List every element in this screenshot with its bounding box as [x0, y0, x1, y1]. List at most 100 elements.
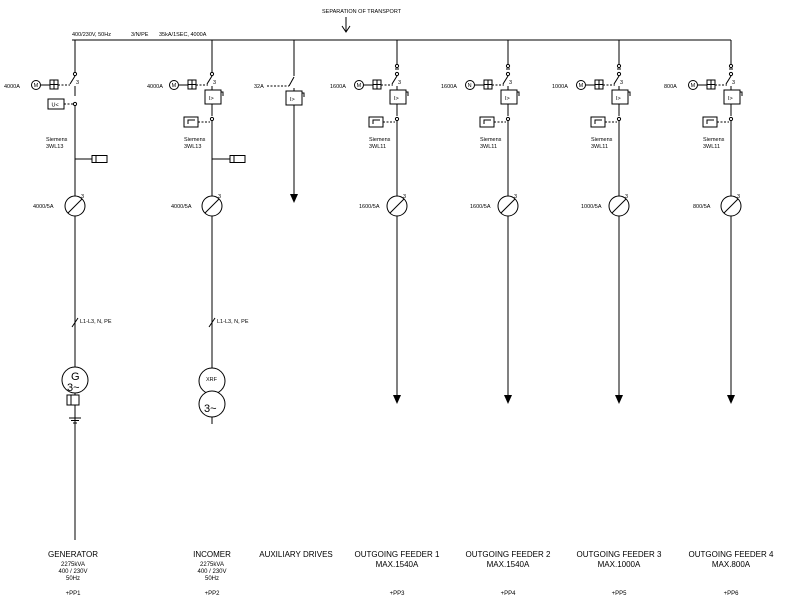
gen-motor-label: M: [34, 83, 39, 89]
breaker-contact-icon: [728, 71, 734, 77]
inc-ct: 4000/5A: [171, 204, 192, 210]
of2-ct-count: 3: [514, 194, 517, 200]
of4-panel: +PP6: [724, 591, 740, 597]
gen-line-2: 400 / 230V: [58, 569, 87, 575]
motor-operator-icon: [31, 80, 41, 90]
of3-title: OUTGOING FEEDER 3: [577, 550, 662, 559]
inc-source-sub: 3~: [204, 403, 217, 415]
inc-line-2: 400 / 230V: [197, 569, 226, 575]
overcurrent-release-icon: [389, 89, 407, 105]
neutral-resistor-icon: [66, 394, 80, 406]
of4-breaker-model: 3WL11: [703, 144, 720, 150]
of2-title: OUTGOING FEEDER 2: [466, 550, 551, 559]
gen-source-sub: 3~: [67, 382, 80, 394]
inc-title: INCOMER: [193, 550, 231, 559]
of2-breaker-brand: Siemens: [480, 137, 502, 143]
aux-rating: 32A: [254, 84, 264, 90]
of3-poles: 3: [620, 80, 623, 86]
feeder-incomer: 4000A M 3 I> Siemens 3WL13 3 4000/5A L1-…: [147, 40, 249, 424]
overcurrent-release-icon: [723, 89, 741, 105]
of3-panel: +PP5: [612, 591, 628, 597]
of1-rating: 1600A: [330, 84, 346, 90]
gen-uv-label: U<: [52, 103, 59, 109]
feeder-labels: GENERATOR 2275kVA 400 / 230V 50Hz +PP1 I…: [48, 550, 774, 597]
aux-release-icon: [368, 116, 384, 128]
of2-max: MAX.1540A: [487, 560, 530, 569]
gen-poles: 3: [76, 80, 79, 86]
of1-ct-count: 3: [403, 194, 406, 200]
outgoing-arrow-icon: [727, 395, 735, 404]
disconnect-contact-icon: [616, 63, 622, 69]
of3-rating: 1000A: [552, 84, 568, 90]
motor-operator-icon: [354, 80, 364, 90]
of3-oc-label: I>: [616, 96, 621, 102]
outgoing-arrow-icon: [393, 395, 401, 404]
of3-ct-count: 3: [625, 194, 628, 200]
breaker-contact-icon: [394, 71, 400, 77]
motor-operator-icon: [465, 80, 475, 90]
of1-breaker-brand: Siemens: [369, 137, 391, 143]
of4-breaker-brand: Siemens: [703, 137, 725, 143]
aux-oc-label: I>: [290, 97, 295, 103]
inc-breaker-brand: Siemens: [184, 137, 206, 143]
of1-motor-label: M: [357, 83, 362, 89]
outgoing-arrow-icon: [504, 395, 512, 404]
inc-ct-count: 3: [218, 194, 221, 200]
gen-breaker-brand: Siemens: [46, 137, 68, 143]
gen-rating: 4000A: [4, 84, 20, 90]
overcurrent-release-icon: [611, 89, 629, 105]
of2-breaker-model: 3WL11: [480, 144, 497, 150]
inc-cable: L1-L3, N, PE: [217, 319, 249, 325]
aux-release-icon: [590, 116, 606, 128]
of2-panel: +PP4: [501, 591, 517, 597]
gen-title: GENERATOR: [48, 550, 98, 559]
motor-operator-icon: [169, 80, 179, 90]
of1-breaker-model: 3WL11: [369, 144, 386, 150]
inc-poles: 3: [213, 80, 216, 86]
gen-ct: 4000/5A: [33, 204, 54, 210]
generator-icon: [61, 366, 89, 394]
of2-oc-label: I>: [505, 96, 510, 102]
of1-title: OUTGOING FEEDER 1: [355, 550, 440, 559]
feeder-auxiliary: 32A I>: [254, 40, 305, 203]
breaker-contact-icon: [209, 71, 215, 77]
of3-breaker-brand: Siemens: [591, 137, 613, 143]
of4-title: OUTGOING FEEDER 4: [689, 550, 774, 559]
of1-ct: 1600/5A: [359, 204, 380, 210]
gen-panel: +PP1: [66, 591, 82, 597]
of3-breaker-model: 3WL11: [591, 144, 608, 150]
of4-oc-label: I>: [728, 96, 733, 102]
feeder-generator: 4000A M 3 U< Siemens 3WL13 3 4000/5A L: [4, 40, 112, 540]
of1-max: MAX.1540A: [376, 560, 419, 569]
of1-poles: 3: [398, 80, 401, 86]
of2-motor-label: N: [468, 83, 472, 89]
gen-line-3: 50Hz: [66, 576, 80, 582]
aux-release-icon: [183, 116, 199, 128]
disconnect-contact-icon: [505, 63, 511, 69]
busbar-group: SEPARATION OF TRANSPORT 400/230V, 50Hz 3…: [72, 9, 731, 41]
of4-ct: 800/5A: [693, 204, 711, 210]
of4-motor-label: M: [691, 83, 696, 89]
separation-arrow-head: [341, 25, 351, 33]
motor-operator-icon: [688, 80, 698, 90]
gen-ct-count: 3: [81, 194, 84, 200]
fuse-icon: [229, 155, 246, 163]
inc-line-1: 2275kVA: [200, 562, 224, 568]
disconnect-contact-icon: [394, 63, 400, 69]
inc-breaker-model: 3WL13: [184, 144, 201, 150]
bus-header-title: SEPARATION OF TRANSPORT: [322, 9, 402, 15]
inc-motor-label: M: [172, 83, 177, 89]
of4-max: MAX.800A: [712, 560, 751, 569]
breaker-contact-icon: [505, 71, 511, 77]
inc-rating: 4000A: [147, 84, 163, 90]
of4-rating: 800A: [664, 84, 677, 90]
of2-ct: 1600/5A: [470, 204, 491, 210]
of1-panel: +PP3: [390, 591, 406, 597]
of4-ct-count: 3: [737, 194, 740, 200]
bus-voltage: 400/230V, 50Hz: [72, 32, 111, 38]
